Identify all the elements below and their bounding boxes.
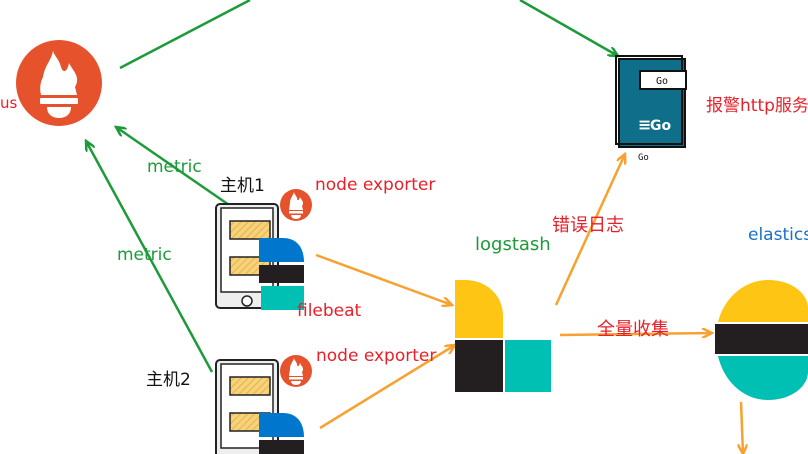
prometheus-label: us <box>0 94 18 112</box>
prometheus-icon-host1 <box>280 189 312 221</box>
full-collect-label: 全量收集 <box>597 319 669 340</box>
go-logo-main: Go <box>650 118 671 134</box>
elasticsearch-label: elastics <box>748 225 808 245</box>
filebeat-icon-host2 <box>259 413 304 454</box>
elasticsearch-icon <box>715 280 808 400</box>
green-arrows <box>86 0 618 373</box>
arrow-host2-metric <box>86 141 214 373</box>
node-exporter-label-2: node exporter <box>316 346 437 366</box>
arrow-elastic-down <box>741 401 743 454</box>
arrow-prometheus-to-alert-top <box>119 0 251 70</box>
metric-label-lower: metric <box>117 245 172 265</box>
arrow-filebeat1-logstash <box>315 253 452 305</box>
host1-label: 主机1 <box>220 176 265 196</box>
arrow-filebeat2-logstash <box>319 345 455 430</box>
server-icon-host2 <box>215 359 279 454</box>
logstash-icon <box>455 280 551 392</box>
go-logo-caption: Go <box>638 153 649 163</box>
svg-text:≡: ≡ <box>638 115 651 134</box>
prometheus-icon-host2 <box>280 355 312 387</box>
orange-arrows <box>315 154 743 454</box>
host2-label: 主机2 <box>146 370 191 390</box>
arrow-logstash-elastic <box>559 333 712 335</box>
arrow-top-to-go <box>519 0 618 56</box>
filebeat-icon-host1 <box>259 238 304 310</box>
arrow-host1-metric <box>116 127 233 209</box>
error-log-label: 错误日志 <box>552 215 624 236</box>
prometheus-icon <box>16 40 102 126</box>
go-service-icon: Go ≡ Go Go <box>615 55 687 163</box>
logstash-label: logstash <box>475 234 551 255</box>
node-exporter-label-1: node exporter <box>315 175 436 195</box>
go-logo-small: Go <box>656 76 668 87</box>
filebeat-label: filebeat <box>297 301 362 321</box>
arrow-logstash-go <box>554 154 625 306</box>
alert-service-label: 报警http服务 <box>706 96 808 116</box>
metric-label-upper: metric <box>147 157 202 177</box>
